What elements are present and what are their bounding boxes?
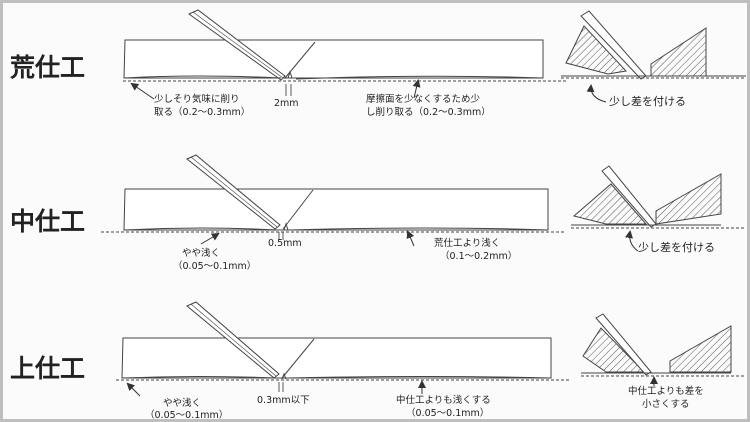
center-note: （0.1〜0.2mm） <box>440 251 518 262</box>
depth-label: 2mm <box>274 98 299 109</box>
left-note: （0.05〜0.1mm） <box>145 410 229 421</box>
center-note: 摩擦面を少なくするため少 <box>366 94 481 105</box>
stage-title-finish: 上仕工 <box>10 354 86 383</box>
left-note: （0.05〜0.1mm） <box>173 261 257 272</box>
stage-medium <box>101 154 746 252</box>
detail-note: 少し差を付ける <box>638 241 715 254</box>
center-note: し削り取る（0.2〜0.3mm） <box>366 107 491 118</box>
detail-note: 少し差を付ける <box>609 95 686 108</box>
depth-label: 0.5mm <box>268 238 302 249</box>
center-note: （0.05〜0.1mm） <box>406 408 490 419</box>
center-note: 中仕工よりも浅くする <box>396 395 491 406</box>
left-note: やや浅く <box>163 398 202 409</box>
stage-title-medium: 中仕工 <box>10 207 86 236</box>
diagram-drawing <box>101 9 746 397</box>
center-note: 荒仕工より浅く <box>434 238 501 249</box>
detail-note: 中仕工よりも差を <box>628 386 704 397</box>
stage-title-rough: 荒仕工 <box>10 53 86 82</box>
left-note: 取る（0.2〜0.3mm） <box>154 107 251 118</box>
stage-rough <box>123 9 746 103</box>
detail-note: 小さくする <box>642 399 690 410</box>
stage-finish <box>116 301 746 397</box>
left-note: 少しそり気味に削り <box>154 94 240 105</box>
left-note: やや浅く <box>182 248 221 259</box>
depth-label: 0.3mm以下 <box>257 395 310 406</box>
diagram-canvas: 荒仕工 2mm 少しそり気味に削り 取る（0.2〜0.3mm） 摩擦面を少なくす… <box>6 6 750 422</box>
